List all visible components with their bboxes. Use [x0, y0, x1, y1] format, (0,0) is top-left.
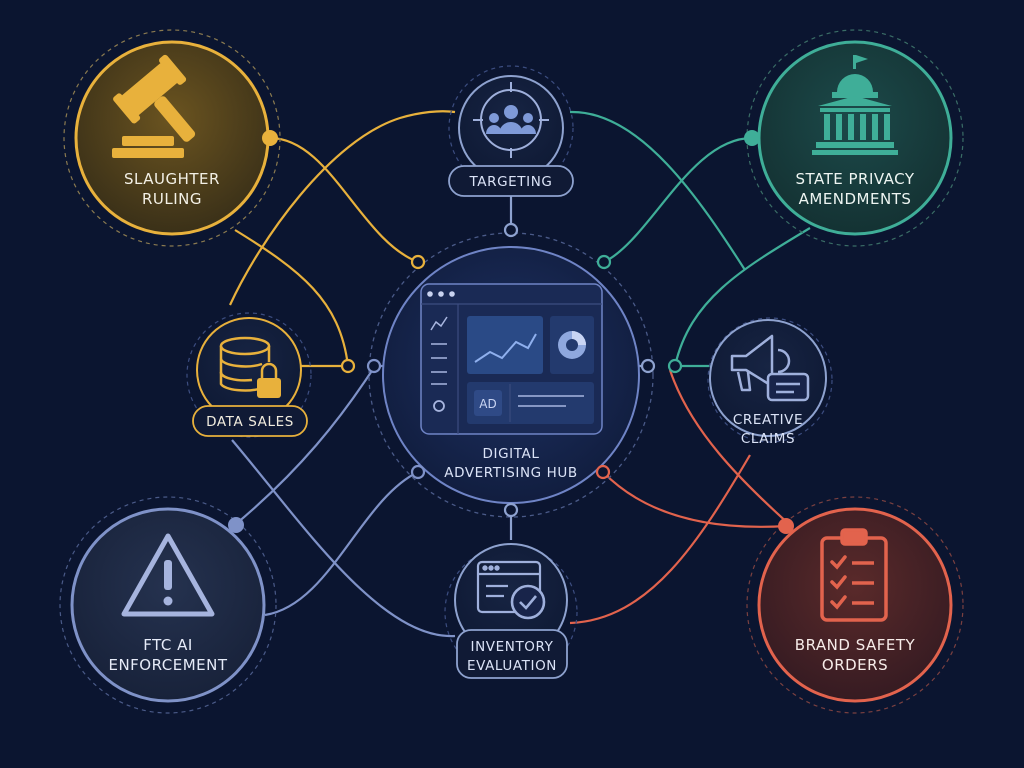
connection-gold-2: [229, 110, 456, 306]
connection-gold-3: [234, 229, 350, 367]
connector-ring: [640, 358, 656, 374]
database-lock-icon: [219, 336, 281, 398]
ftc-label-line1: FTC AI: [143, 636, 193, 654]
checklist-icon: [820, 528, 888, 622]
connection-gold-1: [269, 136, 419, 264]
connection-teal-3: [673, 227, 811, 367]
capitol-icon: [812, 55, 898, 155]
connection-peri-3: [231, 439, 456, 638]
creative-label-line1: CREATIVE: [733, 412, 803, 428]
state-label-line2: AMENDMENTS: [799, 190, 912, 208]
connection-teal-2: [569, 110, 746, 271]
connector-dots: [228, 130, 794, 534]
gavel-icon: [112, 54, 196, 158]
connection-coral-1: [602, 471, 787, 528]
inventory-label-line1: INVENTORY: [471, 639, 554, 655]
inventory-label-line2: EVALUATION: [467, 658, 557, 674]
megaphone-icon: [730, 334, 810, 402]
connector-ring: [595, 464, 611, 480]
node-data-sales: DATA SALES: [186, 312, 312, 438]
window-check-icon: [476, 560, 546, 620]
dashboard-icon: AD: [420, 283, 603, 435]
node-brand-safety: BRAND SAFETY ORDERS: [746, 496, 964, 714]
slaughter-label-line2: RULING: [142, 190, 202, 208]
connector-ring: [366, 358, 382, 374]
slaughter-label-line1: SLAUGHTER: [124, 170, 220, 188]
hub-label-line1: DIGITAL: [483, 446, 540, 462]
warning-icon: [121, 533, 215, 617]
connector-ring: [410, 254, 426, 270]
creative-label-line2: CLAIMS: [741, 431, 795, 447]
connector-ring: [503, 222, 519, 238]
hub-node: AD DIGITAL ADVERTISING HUB: [368, 232, 654, 518]
hub-ad-badge: AD: [479, 397, 496, 411]
connection-coral-3: [668, 369, 791, 526]
node-ftc-ai: FTC AI ENFORCEMENT: [59, 496, 277, 714]
hub-label-line2: ADVERTISING HUB: [444, 465, 577, 481]
ftc-label-line2: ENFORCEMENT: [108, 656, 227, 674]
target-audience-icon: [473, 82, 549, 158]
connector-ring: [410, 464, 426, 480]
connection-coral-2: [569, 454, 751, 625]
connector-dot: [744, 130, 760, 146]
state-label-line1: STATE PRIVACY: [795, 170, 914, 188]
brand-label-line2: ORDERS: [822, 656, 888, 674]
connector-ring: [667, 358, 683, 374]
node-inventory-evaluation: INVENTORY EVALUATION: [444, 543, 578, 679]
data-sales-label: DATA SALES: [206, 414, 294, 430]
targeting-label: TARGETING: [469, 174, 553, 190]
connector-ring: [503, 502, 519, 518]
connector-dot: [228, 517, 244, 533]
connection-peri-2: [264, 471, 419, 617]
connector-ring: [596, 254, 612, 270]
brand-label-line1: BRAND SAFETY: [795, 636, 916, 654]
node-creative-claims: CREATIVE CLAIMS: [707, 317, 833, 447]
connection-peri-1: [235, 365, 376, 525]
connection-teal-1: [603, 136, 753, 263]
node-targeting: TARGETING: [448, 65, 574, 197]
node-slaughter-ruling: SLAUGHTER RULING: [63, 29, 281, 247]
connector-ring: [340, 358, 356, 374]
node-state-privacy: STATE PRIVACY AMENDMENTS: [746, 29, 964, 247]
connector-dot: [262, 130, 278, 146]
connector-dot: [778, 518, 794, 534]
